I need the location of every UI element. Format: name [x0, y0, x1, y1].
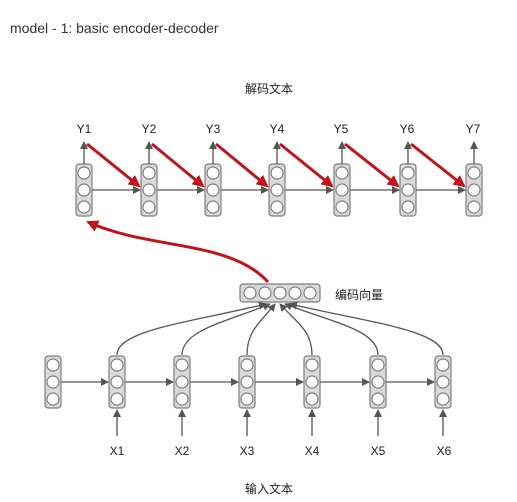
encoder-cell-unit [175, 358, 189, 372]
page-title: model - 1: basic encoder-decoder [10, 20, 219, 36]
encoder-cell-unit [240, 358, 254, 372]
encoder-to-vector-arrow [284, 302, 379, 356]
input-label-x3: X3 [239, 444, 255, 458]
output-label-y3: Y3 [205, 122, 221, 136]
output-label-y1: Y1 [76, 122, 92, 136]
output-label-y7: Y7 [465, 122, 481, 136]
encoder-vector-unit [243, 286, 257, 300]
feedback-arrow [344, 142, 400, 188]
input-label-x6: X6 [436, 444, 452, 458]
encoder-vector-unit [258, 286, 272, 300]
input-label-x4: X4 [304, 444, 320, 458]
decoder-cell-unit [335, 200, 349, 214]
decoder-cell-unit [467, 200, 481, 214]
input-label-x1: X1 [109, 444, 125, 458]
encoder-cell-unit [110, 375, 124, 389]
encoder-cell-unit [240, 392, 254, 406]
decoder-cell-unit [77, 200, 91, 214]
decoder-cell-unit [335, 183, 349, 197]
decoder-cell-unit [206, 200, 220, 214]
decoder-cell-unit [467, 166, 481, 180]
encoder-cell-unit [371, 358, 385, 372]
output-label-y2: Y2 [141, 122, 157, 136]
encoder-cell-unit [305, 358, 319, 372]
encoder-cell-unit [240, 375, 254, 389]
decoder-cell-unit [142, 183, 156, 197]
encoder-to-vector-arrow [181, 302, 271, 356]
encoder-initial-cell-unit [46, 392, 60, 406]
encoder-to-vector-arrow [289, 301, 444, 356]
decoder-cell-unit [206, 166, 220, 180]
feedback-arrow [86, 142, 141, 188]
decoder-cell-unit [270, 166, 284, 180]
decoder-cell-unit [401, 200, 415, 214]
encoder-vector-unit [288, 286, 302, 300]
output-label-y4: Y4 [269, 122, 285, 136]
input-text-footer: 输入文本 [245, 482, 294, 496]
encoder-cell-unit [371, 375, 385, 389]
decoder-cell-unit [270, 200, 284, 214]
encoder-vector-unit [303, 286, 317, 300]
feedback-arrow [151, 142, 205, 188]
feedback-arrow [279, 142, 334, 188]
decoder-cell-unit [335, 166, 349, 180]
encoder-initial-cell-unit [46, 358, 60, 372]
output-label-y6: Y6 [399, 122, 415, 136]
feedback-arrow [215, 142, 269, 188]
encoder-cell-unit [371, 392, 385, 406]
decoder-cell-unit [142, 200, 156, 214]
encoder-cell-unit [110, 358, 124, 372]
decoder-cell-unit [206, 183, 220, 197]
decoder-cell-unit [142, 166, 156, 180]
encoder-to-vector-arrow [246, 303, 276, 356]
decoder-cell-unit [467, 183, 481, 197]
encoder-cell-unit [436, 375, 450, 389]
decoder-cell-unit [77, 166, 91, 180]
context-arrow [86, 220, 270, 284]
encoder-cell-unit [110, 392, 124, 406]
decoder-cell-unit [270, 183, 284, 197]
decoder-cell-unit [401, 166, 415, 180]
encoder-cell-unit [305, 375, 319, 389]
encoder-cell-unit [175, 392, 189, 406]
encoder-vector-label: 编码向量 [335, 288, 384, 302]
encoder-vector-unit [273, 286, 287, 300]
encoder-cell-unit [175, 375, 189, 389]
decoder-cell-unit [401, 183, 415, 197]
feedback-arrow [410, 142, 466, 188]
encoder-cell-unit [436, 358, 450, 372]
encoder-cell-unit [436, 392, 450, 406]
encoder-initial-cell-unit [46, 375, 60, 389]
encoder-to-vector-arrow [116, 301, 267, 356]
input-label-x2: X2 [174, 444, 190, 458]
output-label-y5: Y5 [333, 122, 349, 136]
decoder-heading: 解码文本 [245, 82, 294, 96]
encoder-cell-unit [305, 392, 319, 406]
input-label-x5: X5 [370, 444, 386, 458]
decoder-cell-unit [77, 183, 91, 197]
